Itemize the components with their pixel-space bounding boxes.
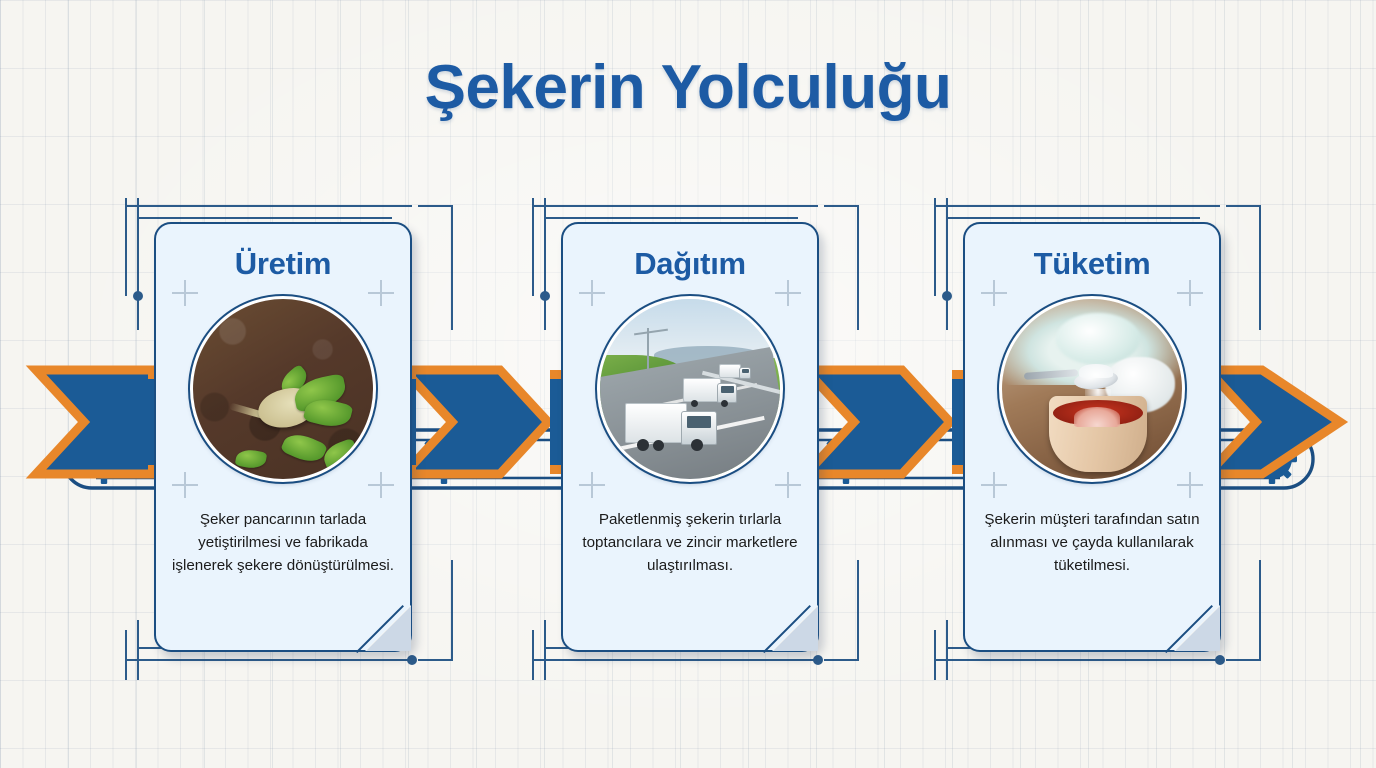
sugar-poured-into-tea-photo xyxy=(997,294,1187,484)
page-title: Şekerin Yolculuğu xyxy=(424,53,952,122)
trucks-on-highway-photo xyxy=(595,294,785,484)
crosshair-mark-icon xyxy=(579,280,605,306)
process-card-tuketim[interactable]: Tüketim Şekerin müşteri tarafından sat xyxy=(963,222,1221,654)
crosshair-mark-icon xyxy=(172,280,198,306)
card-photo-wrap xyxy=(981,280,1203,498)
card-title: Dağıtım xyxy=(634,246,746,281)
crosshair-mark-icon xyxy=(368,280,394,306)
crosshair-mark-icon xyxy=(1177,472,1203,498)
sugar-beet-in-soil-photo xyxy=(188,294,378,484)
process-card-dagitim[interactable]: Dağıtım xyxy=(561,222,819,654)
folded-corner-icon xyxy=(365,605,411,651)
folded-corner-icon xyxy=(1174,605,1220,651)
card-description: Şekerin müşteri tarafından satın alınmas… xyxy=(984,511,1200,575)
card-title: Tüketim xyxy=(1033,246,1151,281)
folded-corner-icon xyxy=(772,605,818,651)
card-photo-wrap xyxy=(579,280,801,498)
crosshair-mark-icon xyxy=(981,472,1007,498)
crosshair-mark-icon xyxy=(172,472,198,498)
crosshair-mark-icon xyxy=(368,472,394,498)
card-description: Paketlenmiş şekerin tırlarla toptancılar… xyxy=(582,511,798,575)
card-title: Üretim xyxy=(234,246,332,281)
card-photo-wrap xyxy=(172,280,394,498)
process-card-uretim[interactable]: Üretim Şeker pancarının tarlada yetiştir… xyxy=(154,222,412,654)
crosshair-mark-icon xyxy=(981,280,1007,306)
card-description: Şeker pancarının tarlada yetiştirilmesi … xyxy=(172,511,395,575)
crosshair-mark-icon xyxy=(775,280,801,306)
crosshair-mark-icon xyxy=(579,472,605,498)
crosshair-mark-icon xyxy=(775,472,801,498)
crosshair-mark-icon xyxy=(1177,280,1203,306)
